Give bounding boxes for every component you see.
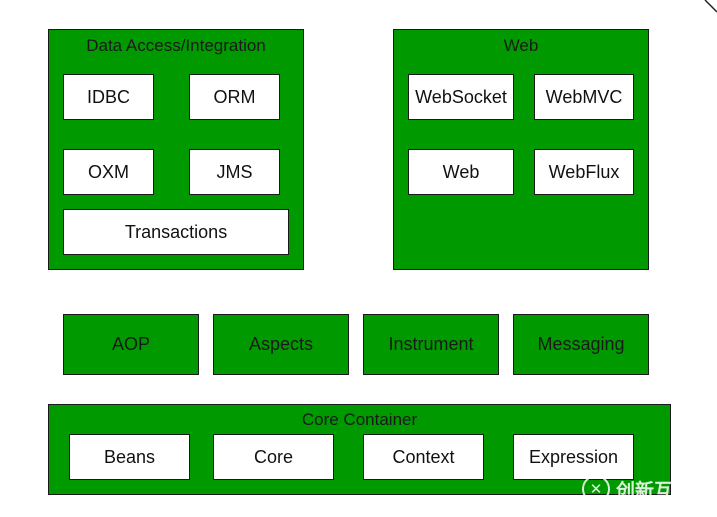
oxm-module: OXM — [63, 149, 154, 195]
jms-module: JMS — [189, 149, 280, 195]
web-panel-title: Web — [503, 36, 539, 55]
instrument-module: Instrument — [363, 314, 499, 375]
core-module: Core — [213, 434, 334, 480]
corner-line — [704, 0, 717, 13]
web-module: Web — [408, 149, 514, 195]
watermark-text: 创新互联 — [616, 480, 693, 502]
aop-module: AOP — [63, 314, 199, 375]
watermark-logo-icon: ✕ — [582, 475, 610, 503]
jdbc-module: IDBC — [63, 74, 154, 120]
webmvc-module: WebMVC — [534, 74, 634, 120]
beans-module: Beans — [69, 434, 190, 480]
transactions-module: Transactions — [63, 209, 289, 255]
webflux-module: WebFlux — [534, 149, 634, 195]
messaging-module: Messaging — [513, 314, 649, 375]
expression-module: Expression — [513, 434, 634, 480]
data-access-integration-title: Data Access/Integration — [86, 36, 266, 55]
orm-module: ORM — [189, 74, 280, 120]
aspects-module: Aspects — [213, 314, 349, 375]
context-module: Context — [363, 434, 484, 480]
watermark: ✕ 创新互联 — [582, 472, 717, 506]
core-container-title: Core Container — [301, 410, 418, 429]
websocket-module: WebSocket — [408, 74, 514, 120]
